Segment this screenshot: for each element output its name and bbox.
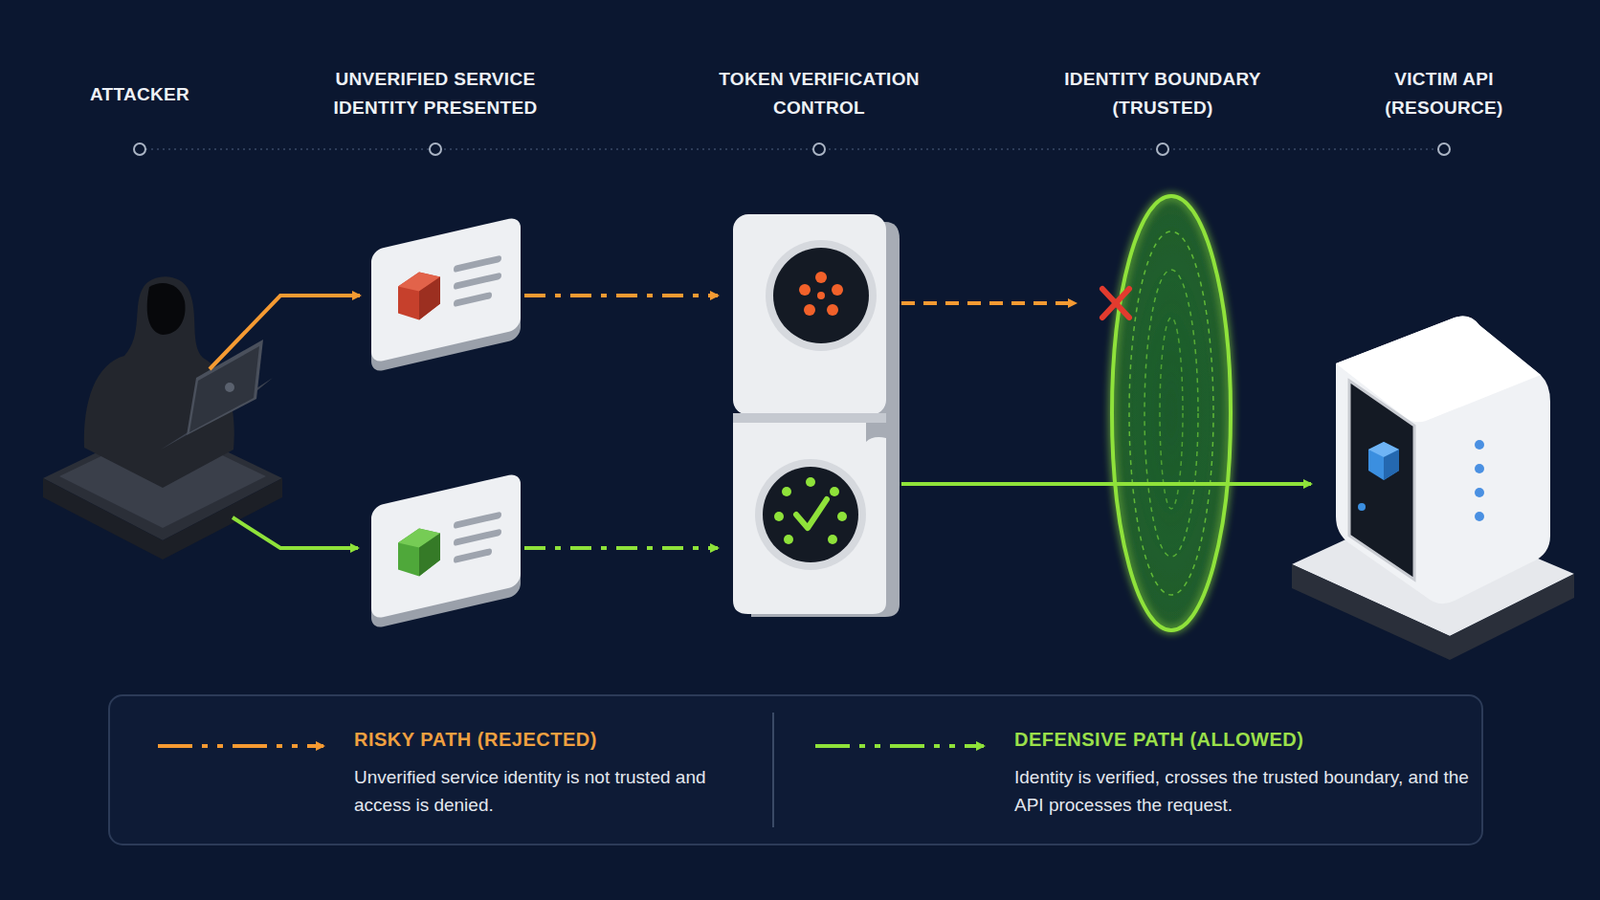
legend-label: DEFENSIVE PATH (ALLOWED)	[1014, 727, 1304, 753]
column-heading: TOKEN VERIFICATION CONTROL	[694, 65, 944, 123]
legend-description: Identity is verified, crosses the truste…	[1014, 763, 1469, 820]
identity-card-verified	[371, 472, 521, 630]
identity-boundary-shield	[1111, 196, 1231, 631]
column-heading: UNVERIFIED SERVICE IDENTITY PRESENTED	[311, 65, 560, 123]
rejected-mark	[1102, 288, 1130, 318]
api-server	[1291, 316, 1575, 661]
timeline	[133, 143, 1450, 156]
column-heading: ATTACKER	[44, 80, 236, 110]
column-heading: IDENTITY BOUNDARY (TRUSTED)	[1038, 65, 1288, 123]
legend-description: Unverified service identity is not trust…	[354, 763, 756, 820]
verification-gate	[733, 214, 900, 618]
risky-path-arrows	[209, 295, 1076, 370]
identity-card-unverified	[371, 216, 521, 374]
legend-panel	[109, 695, 1483, 845]
column-heading: VICTIM API (RESOURCE)	[1357, 65, 1531, 123]
defensive-path-arrows	[232, 484, 1312, 549]
attacker-figure	[43, 276, 283, 560]
legend-label: RISKY PATH (REJECTED)	[354, 727, 598, 753]
